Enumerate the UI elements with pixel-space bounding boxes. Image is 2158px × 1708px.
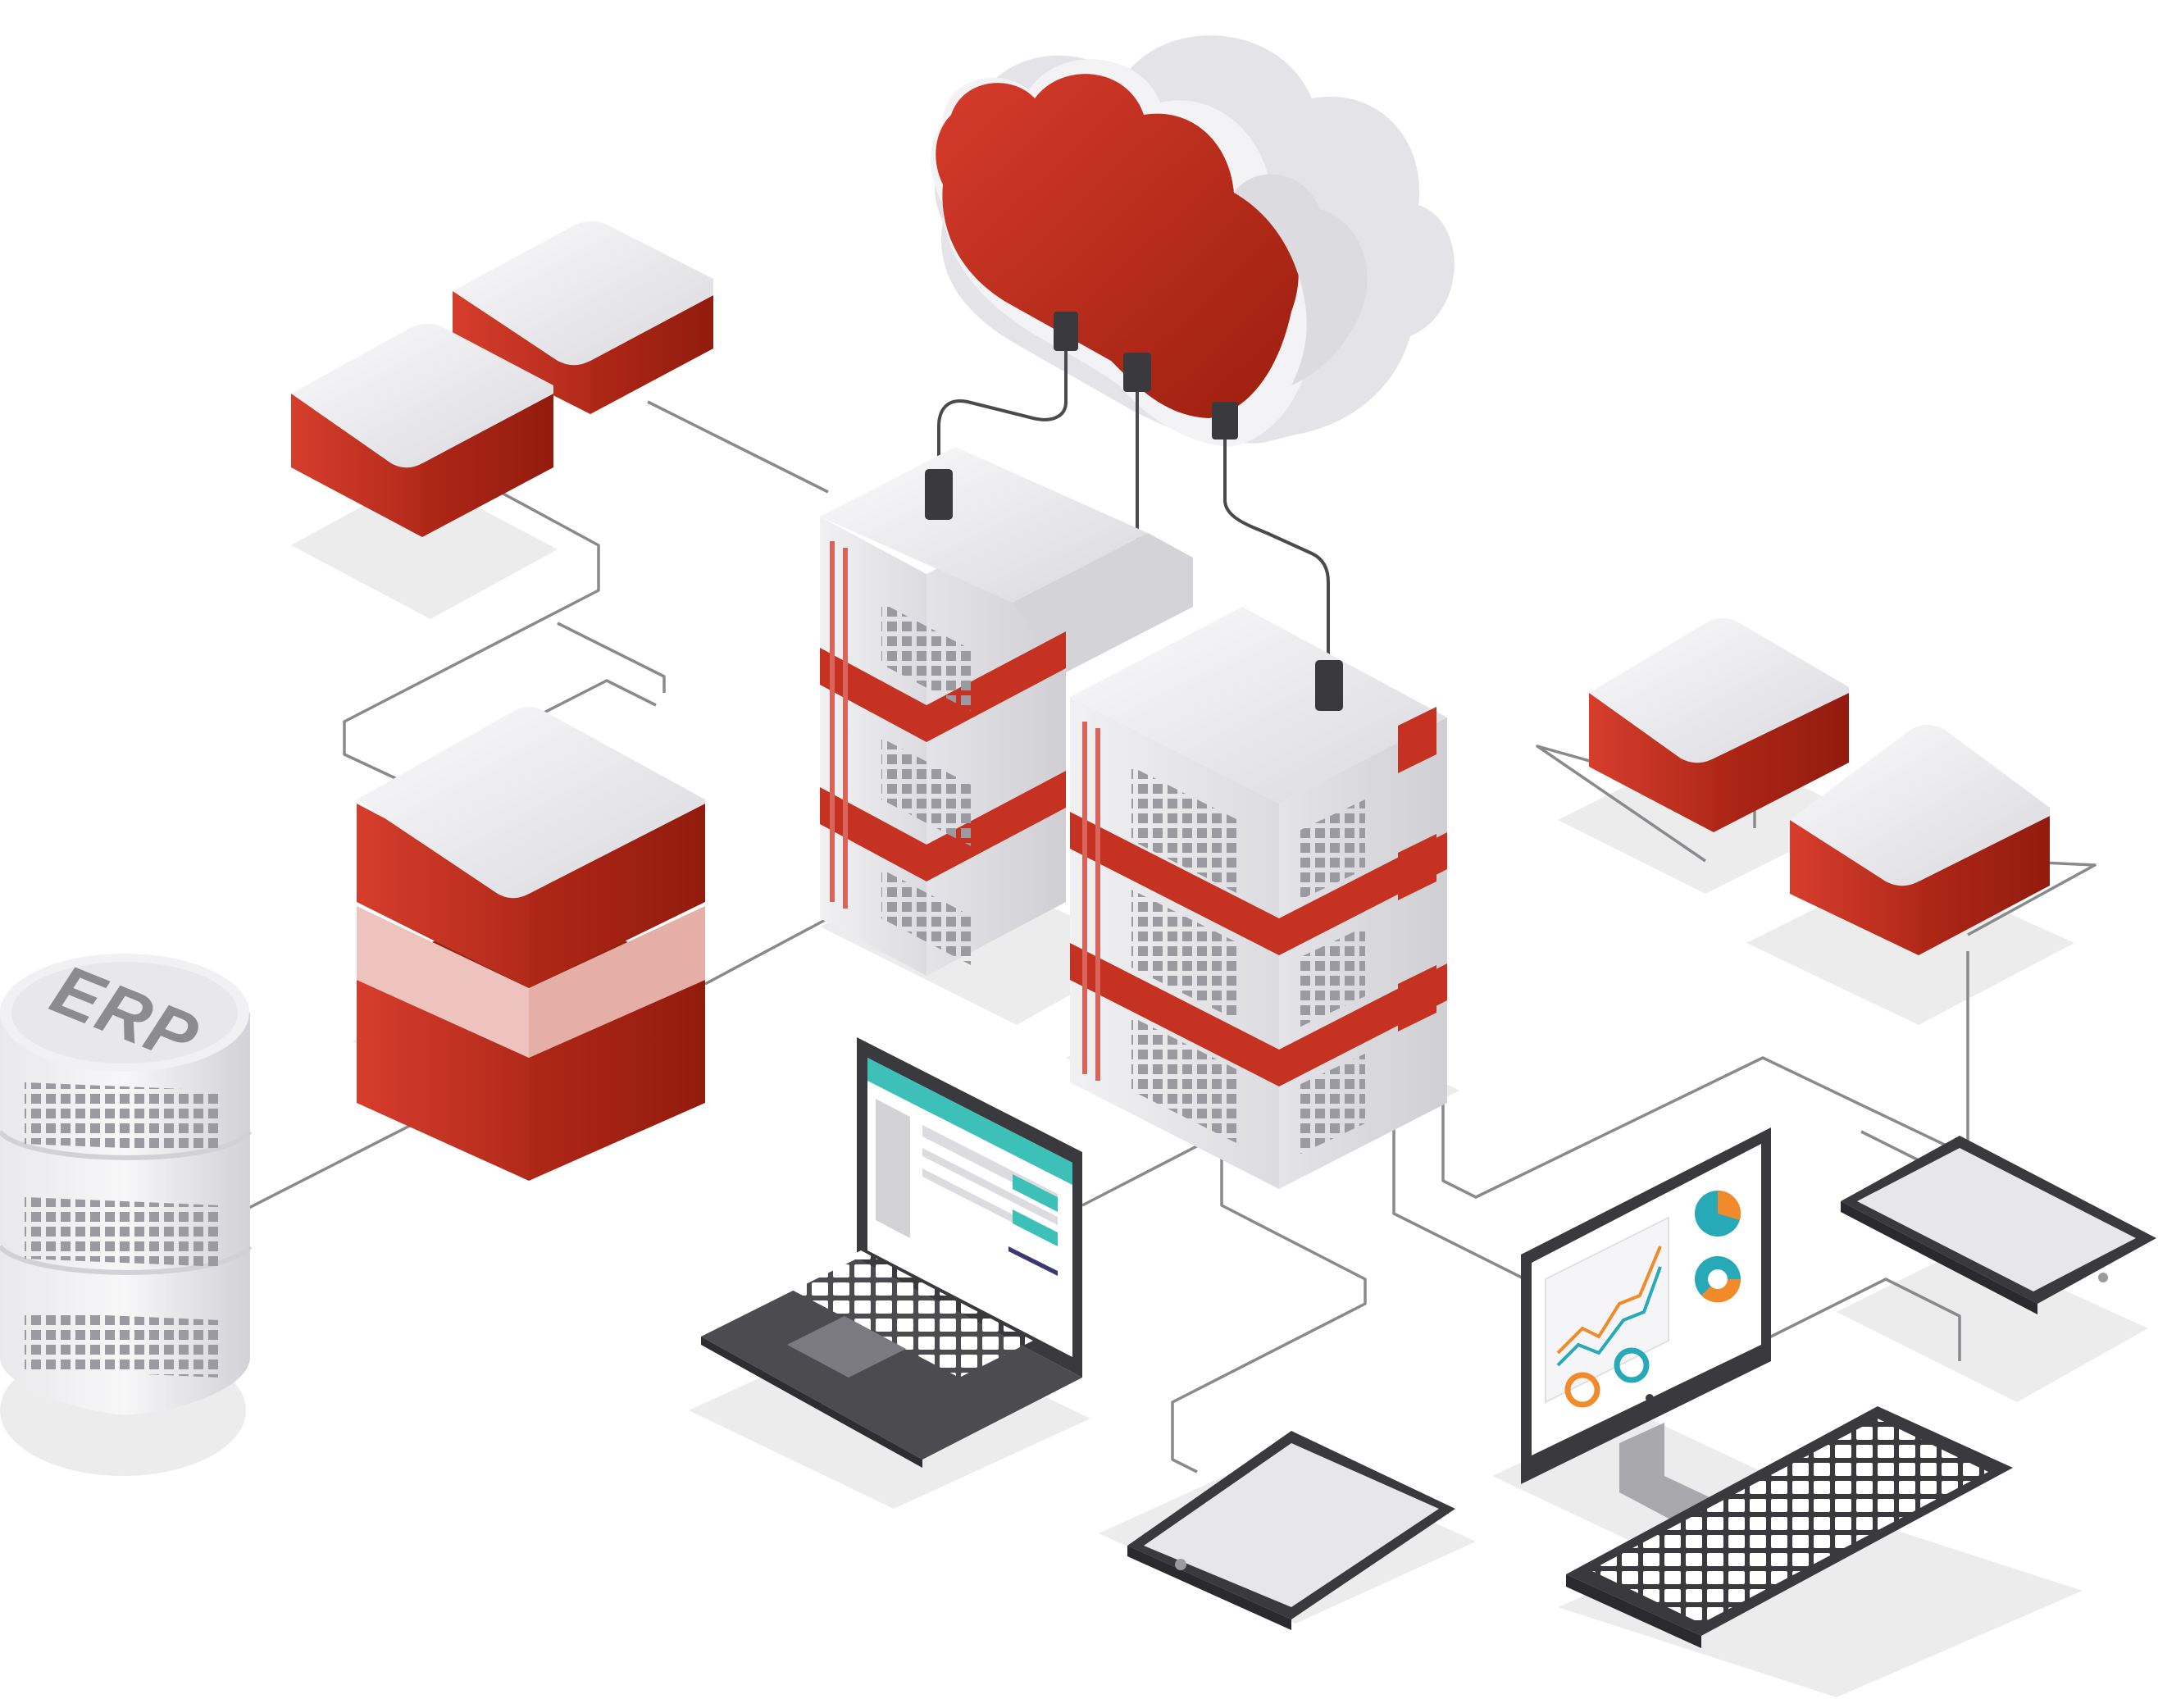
tablet-bottom — [1127, 1431, 1455, 1630]
tablet-right — [1841, 1136, 2156, 1314]
laptop-icon — [701, 1037, 1082, 1468]
module-top-left-b — [453, 221, 713, 414]
keyboard-icon — [1566, 1406, 2013, 1648]
module-right-a — [1589, 618, 1849, 832]
database-icon: ERP — [0, 950, 253, 1415]
server-rack-front — [1070, 607, 1447, 1189]
module-right-b — [1790, 725, 2050, 955]
cloud-icon — [931, 35, 1455, 447]
storage-stack — [357, 707, 705, 1181]
server-rack-back — [820, 447, 1193, 976]
module-top-left-a — [291, 323, 553, 537]
